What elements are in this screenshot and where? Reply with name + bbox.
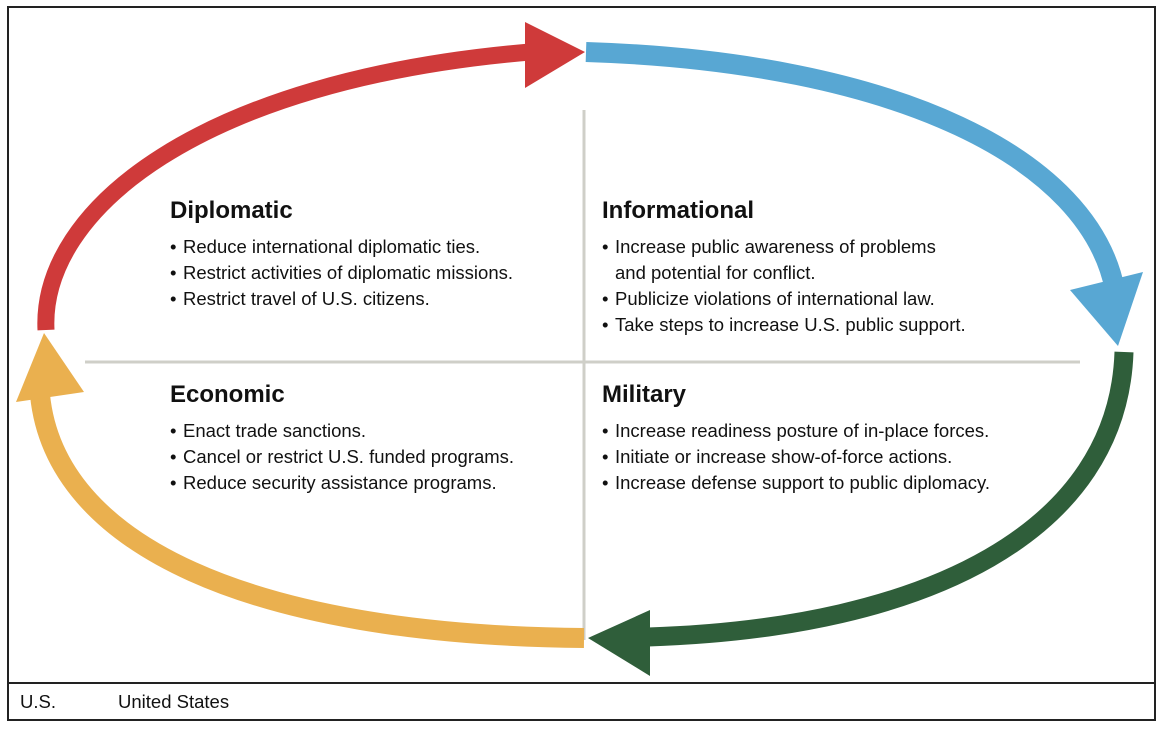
informational-title: Informational (602, 197, 755, 224)
legend-abbreviation: U.S. (20, 691, 56, 712)
list-item: Restrict travel of U.S. citizens. (170, 286, 513, 312)
military-arrow-arc (647, 351, 1134, 647)
list-item: Enact trade sanctions. (170, 418, 514, 444)
diplomatic-quadrant: Diplomatic Reduce international diplomat… (170, 197, 513, 312)
list-item: Cancel or restrict U.S. funded programs. (170, 444, 514, 470)
list-item: Reduce security assistance programs. (170, 470, 514, 496)
diplomatic-arrow-arc (37, 43, 531, 331)
list-item: Reduce international diplomatic ties. (170, 234, 513, 260)
economic-title: Economic (170, 381, 285, 408)
military-quadrant: Military Increase readiness posture of i… (602, 381, 990, 496)
list-item: Publicize violations of international la… (602, 286, 966, 312)
economic-arrow-arc (30, 393, 585, 648)
list-item: Restrict activities of diplomatic missio… (170, 260, 513, 286)
informational-list: Increase public awareness of problems an… (602, 234, 966, 338)
military-arrowhead (588, 610, 650, 676)
diplomatic-title: Diplomatic (170, 197, 293, 224)
figure-frame (7, 6, 1156, 721)
economic-list: Enact trade sanctions. Cancel or restric… (170, 418, 514, 496)
economic-quadrant: Economic Enact trade sanctions. Cancel o… (170, 381, 514, 496)
diplomatic-list: Reduce international diplomatic ties. Re… (170, 234, 513, 312)
informational-arrow-arc (585, 42, 1125, 292)
list-item: Increase public awareness of problems an… (602, 234, 966, 286)
list-item: Initiate or increase show-of-force actio… (602, 444, 990, 470)
informational-quadrant: Informational Increase public awareness … (602, 197, 966, 338)
list-item: Increase readiness posture of in-place f… (602, 418, 990, 444)
informational-arrowhead (1070, 272, 1143, 346)
legend-divider (7, 682, 1156, 684)
diplomatic-arrowhead (525, 22, 585, 88)
list-item: Increase defense support to public diplo… (602, 470, 990, 496)
legend-meaning: United States (118, 691, 230, 712)
economic-arrowhead (16, 333, 84, 402)
military-list: Increase readiness posture of in-place f… (602, 418, 990, 496)
list-item: Take steps to increase U.S. public suppo… (602, 312, 966, 338)
military-title: Military (602, 381, 687, 408)
